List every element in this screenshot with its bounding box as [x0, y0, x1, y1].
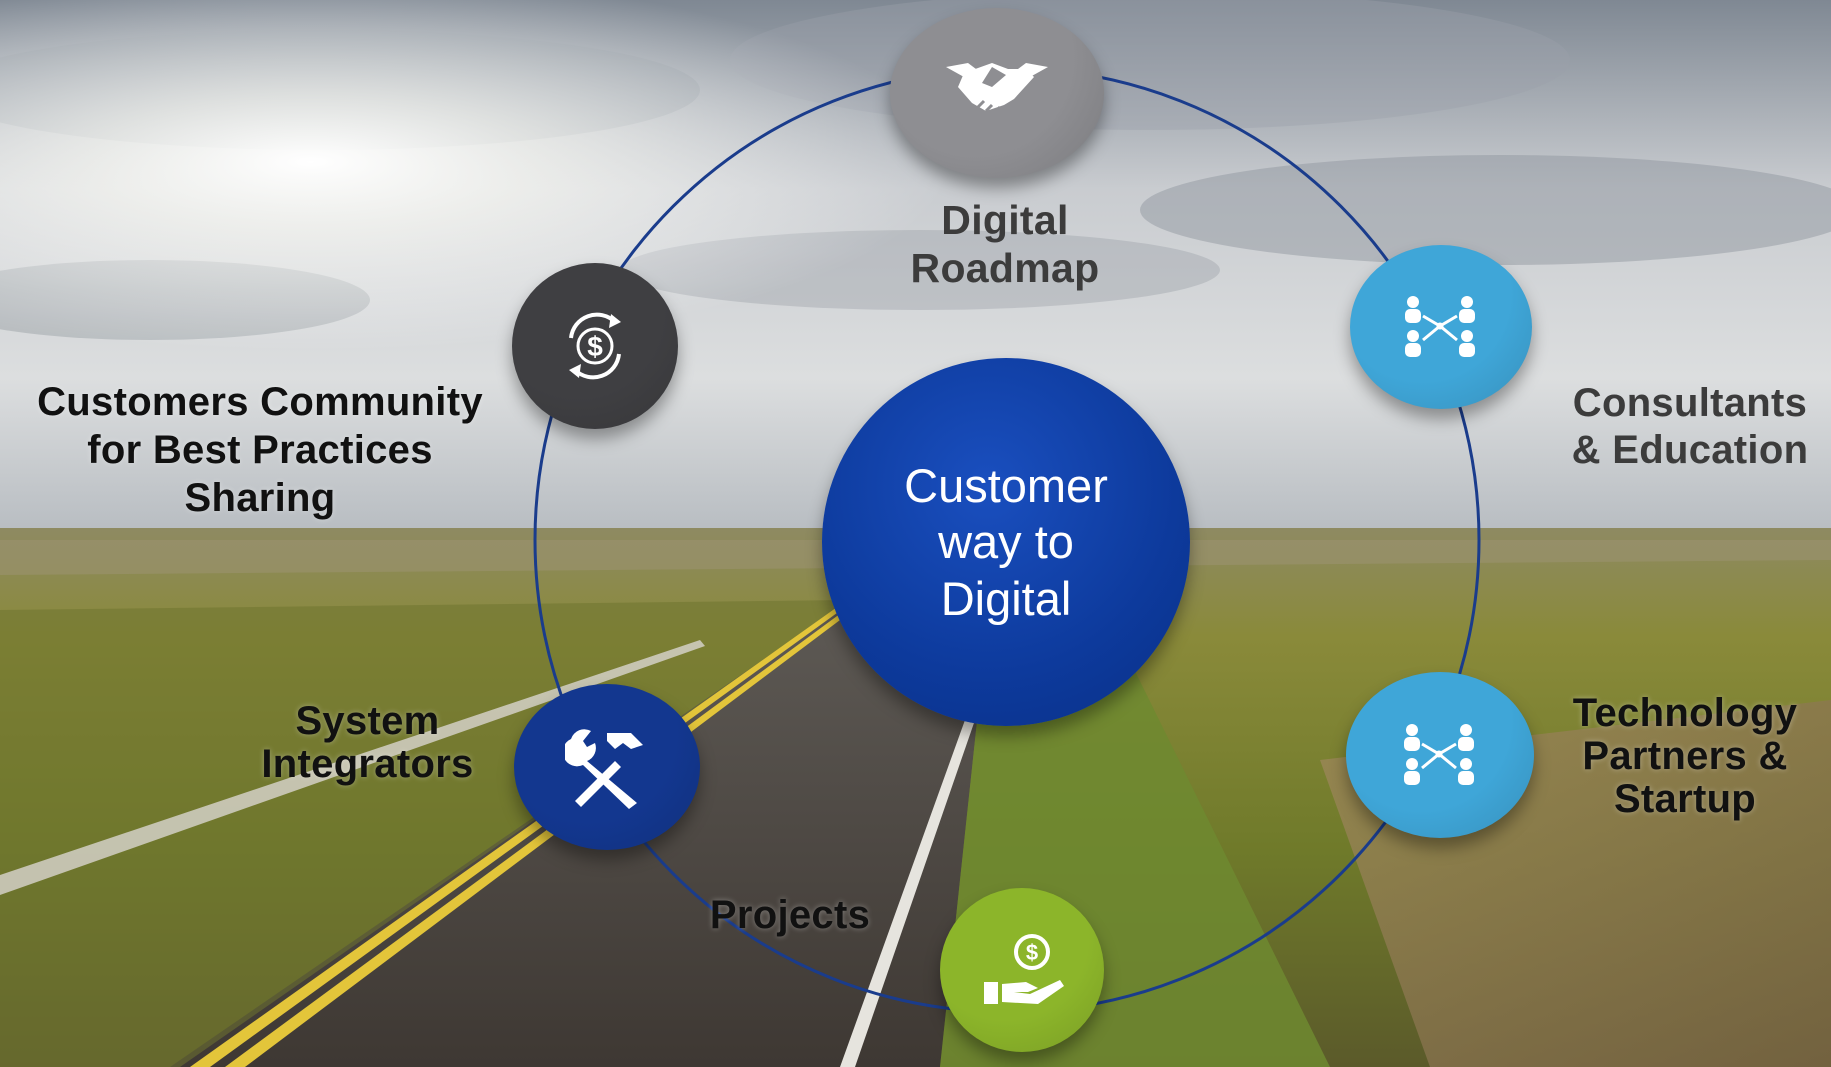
label-line: Partners &: [1582, 734, 1788, 779]
label-line: Digital: [941, 197, 1069, 243]
label-technology-partners: Technology Partners & Startup: [1540, 691, 1830, 822]
svg-text:$: $: [587, 331, 603, 362]
hammer-wrench-icon: [565, 729, 643, 809]
node-customers-community: $: [512, 263, 678, 429]
label-projects: Projects: [690, 892, 890, 939]
label-digital-roadmap: Digital Roadmap: [860, 196, 1150, 293]
center-label-line-3: Digital: [940, 571, 1072, 625]
people-network-icon: [1404, 724, 1474, 785]
center-label-line-2: way to: [938, 515, 1074, 569]
label-system-integrators: System Integrators: [240, 699, 495, 787]
label-customers-community: Customers Community for Best Practices S…: [0, 378, 520, 522]
center-label: Customer way to Digital: [822, 458, 1190, 627]
center-circle: Customer way to Digital: [822, 358, 1190, 726]
label-line: Customers Community: [37, 380, 483, 424]
label-line: Roadmap: [910, 245, 1100, 292]
node-system-integrators: [514, 684, 700, 850]
label-consultants-education: Consultants & Education: [1550, 380, 1830, 474]
label-line: for Best Practices: [87, 428, 433, 472]
dollar-cycle-icon: $: [569, 312, 621, 380]
label-line: Startup: [1613, 777, 1757, 822]
center-label-line-1: Customer: [904, 459, 1108, 512]
svg-text:$: $: [1026, 940, 1038, 965]
label-line: Integrators: [261, 742, 474, 787]
handshake-icon: [946, 63, 1048, 115]
label-line: Technology: [1572, 691, 1798, 735]
hand-money-icon: $: [984, 934, 1064, 1004]
label-line: System: [295, 699, 440, 743]
label-line: Consultants: [1572, 381, 1808, 425]
people-network-icon: [1405, 296, 1475, 357]
node-technology-partners: [1346, 672, 1534, 838]
node-projects: $: [940, 888, 1104, 1052]
label-line: & Education: [1571, 428, 1809, 473]
label-line: Sharing: [184, 476, 336, 520]
node-digital-roadmap: [890, 8, 1104, 178]
node-consultants-education: [1350, 245, 1532, 409]
label-line: Projects: [709, 893, 871, 937]
